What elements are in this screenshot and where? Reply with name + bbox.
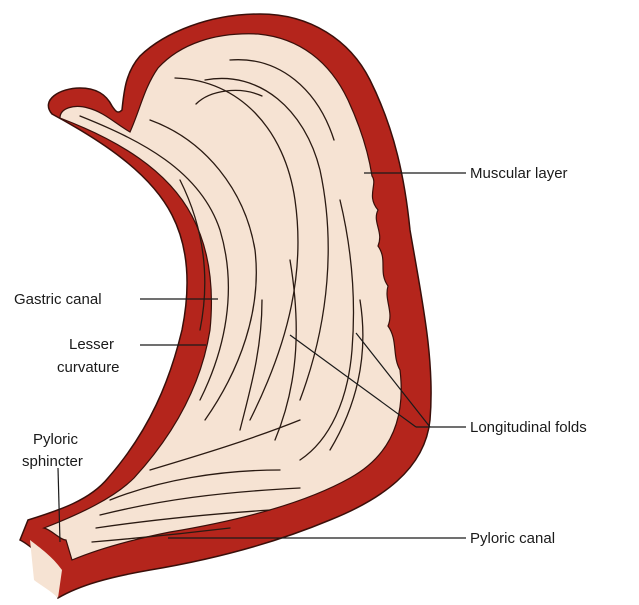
label-lesser-curvature-line2: curvature: [57, 359, 120, 376]
label-muscular-layer: Muscular layer: [470, 165, 568, 182]
label-pyloric-sphincter-line2: sphincter: [22, 453, 83, 470]
label-pyloric-canal: Pyloric canal: [470, 530, 555, 547]
label-longitudinal-folds: Longitudinal folds: [470, 419, 587, 436]
label-pyloric-sphincter-line1: Pyloric: [33, 431, 79, 448]
label-lesser-curvature-line1: Lesser: [69, 336, 114, 353]
label-gastric-canal: Gastric canal: [14, 291, 102, 308]
